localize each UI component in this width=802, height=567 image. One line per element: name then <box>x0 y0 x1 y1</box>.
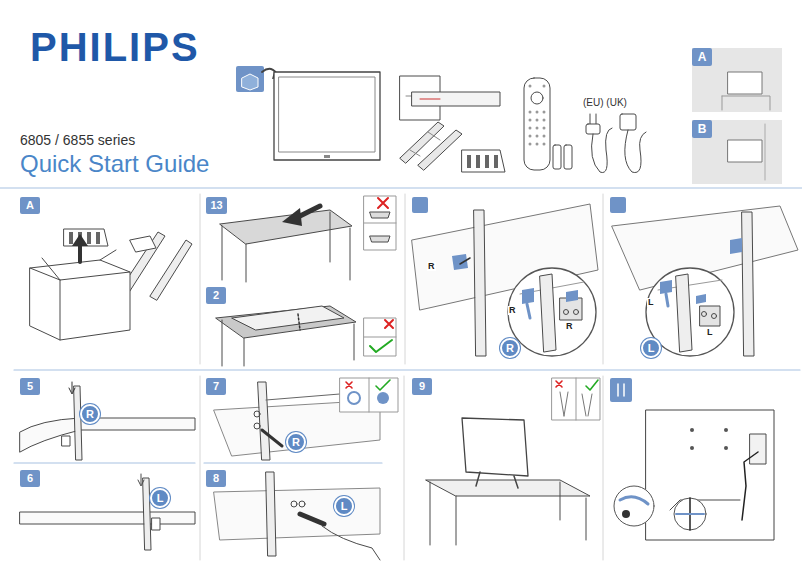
marker-letter: R <box>506 343 514 354</box>
panel-badge: B <box>692 120 712 138</box>
side-letter: L <box>647 298 655 307</box>
step-number: 5 <box>20 378 40 395</box>
callout-number: 5 <box>27 381 33 392</box>
callout-number: 2 <box>213 290 219 301</box>
side-letter: R <box>427 262 436 271</box>
side-marker: R <box>80 404 100 424</box>
brand-logo: PHILIPS <box>30 27 200 67</box>
step-number: 13 <box>206 197 227 214</box>
side-letter: R <box>508 306 517 315</box>
step-number: 8 <box>206 470 226 487</box>
marker-letter: L <box>157 493 164 504</box>
side-marker: L <box>150 488 170 508</box>
side-marker: L <box>334 496 354 516</box>
step-number: A <box>20 197 40 214</box>
step-number: 6 <box>20 470 40 487</box>
marker-letter: R <box>86 409 94 420</box>
callout-number: A <box>698 51 707 63</box>
callout-number: B <box>698 123 707 135</box>
guide-title: Quick Start Guide <box>20 152 209 176</box>
series-name: 6805 / 6855 series <box>20 133 135 147</box>
panel-badge: A <box>692 48 712 66</box>
callout-number: 9 <box>419 381 425 392</box>
callout-number: 8 <box>213 473 219 484</box>
callout-number: 7 <box>213 381 219 392</box>
side-letter: R <box>565 322 574 331</box>
side-marker: R <box>500 338 520 358</box>
callout-number: A <box>26 200 34 211</box>
marker-letter: L <box>341 501 348 512</box>
callout-number: 13 <box>210 200 222 211</box>
side-letter: L <box>706 328 714 337</box>
side-marker: R <box>286 432 306 452</box>
side-marker: L <box>641 338 661 358</box>
callout-number: 6 <box>27 473 33 484</box>
step-number: 7 <box>206 378 226 395</box>
step-number: 9 <box>412 378 432 395</box>
marker-letter: L <box>648 343 655 354</box>
plug-region: (EU) (UK) <box>583 98 627 108</box>
step-number: 2 <box>206 287 226 304</box>
marker-letter: R <box>292 437 300 448</box>
